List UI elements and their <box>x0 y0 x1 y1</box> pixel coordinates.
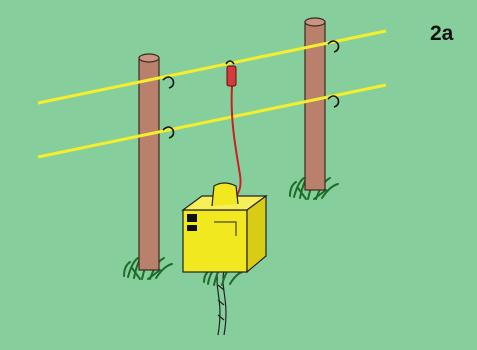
fence-post-left <box>138 53 160 271</box>
insulator-icon <box>162 40 340 139</box>
fence-wire-bottom <box>37 83 387 159</box>
fence-post-right <box>304 17 326 191</box>
electric-fence-energizer-icon <box>181 182 268 274</box>
figure-label: 2a <box>430 22 454 45</box>
wire-connector-icon <box>225 60 237 87</box>
